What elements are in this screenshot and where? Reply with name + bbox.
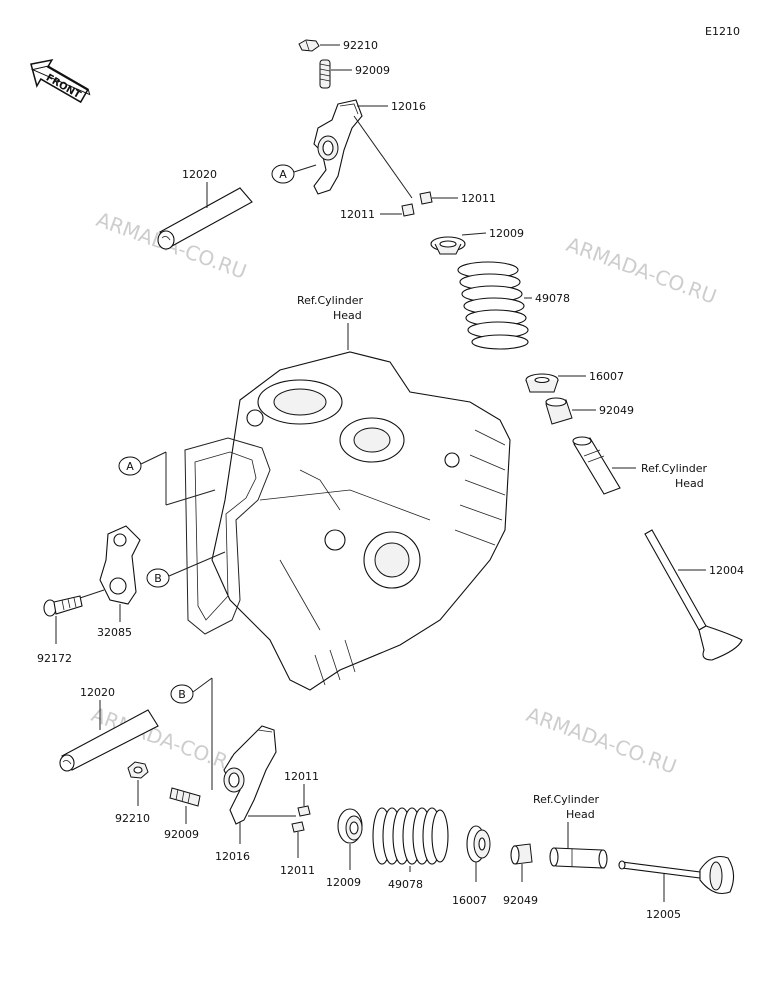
label-12011-bottom-lower: 12011 [280, 864, 315, 877]
label-12011-bottom-upper: 12011 [284, 770, 319, 783]
label-32085: 32085 [97, 626, 132, 639]
cotter-12011-top-left [380, 203, 415, 217]
label-ref-guide-2: Head [675, 477, 704, 490]
label-92049-bottom: 92049 [503, 894, 538, 907]
label-12009-bottom: 12009 [326, 876, 361, 889]
rocker-arm-12016-top [313, 99, 413, 199]
label-92009-top: 92009 [355, 64, 390, 77]
front-arrow-icon: FRONT [30, 58, 91, 104]
label-ref-head-top-2: Head [333, 309, 362, 322]
label-16007-top: 16007 [589, 370, 624, 383]
label-12016-bottom: 12016 [215, 850, 250, 863]
label-12009-top: 12009 [489, 227, 524, 240]
diagram-code: E1210 [705, 25, 740, 38]
rocker-shaft-12020-bottom [59, 700, 159, 772]
seat-16007-bottom [466, 825, 491, 882]
svg-text:A: A [279, 168, 287, 181]
cotter-12011-bottom-lower [291, 821, 305, 858]
spring-49078-bottom [372, 807, 449, 872]
seal-92049-bottom [510, 843, 533, 882]
label-16007-bottom: 16007 [452, 894, 487, 907]
valve-12005 [618, 855, 735, 902]
valve-12004 [644, 529, 743, 661]
label-ref-head-top-1: Ref.Cylinder [297, 294, 364, 307]
label-ref-bottom-1: Ref.Cylinder [533, 793, 600, 806]
spring-49078-top [457, 261, 532, 350]
label-ref-bottom-2: Head [566, 808, 595, 821]
retainer-12009-top [430, 232, 487, 255]
screw-92009-top [319, 59, 352, 89]
watermark-5: ARMADA-CO.RU [523, 702, 680, 779]
label-92210-bottom: 92210 [115, 812, 150, 825]
nut-92210-top [298, 39, 340, 52]
callout-b-mid: B [146, 551, 226, 588]
screw-92009-bottom [169, 787, 201, 824]
callout-b-bottom: B [170, 677, 213, 790]
cotter-12011-bottom-upper [297, 784, 311, 817]
label-12005: 12005 [646, 908, 681, 921]
cover-gasket [184, 437, 271, 635]
label-12016-top: 12016 [391, 100, 426, 113]
label-92049-top: 92049 [599, 404, 634, 417]
label-12011-top-left: 12011 [340, 208, 375, 221]
cotter-12011-top-right [419, 191, 458, 205]
valve-guide-top [572, 436, 636, 495]
rocker-shaft-12020-top [157, 182, 253, 250]
label-92210-top: 92210 [343, 39, 378, 52]
nut-92210-bottom [127, 761, 149, 806]
valve-guide-bottom [549, 822, 608, 869]
seal-92049-top [545, 397, 596, 425]
cylinder-head [211, 351, 511, 691]
label-12020-top: 12020 [182, 168, 217, 181]
label-12011-top-right: 12011 [461, 192, 496, 205]
rocker-arm-12016-bottom [223, 725, 296, 844]
svg-text:B: B [154, 572, 162, 585]
label-12020-bottom: 12020 [80, 686, 115, 699]
watermark-2: ARMADA-CO.RU [563, 232, 720, 309]
label-ref-guide-1: Ref.Cylinder [641, 462, 708, 475]
label-92172: 92172 [37, 652, 72, 665]
retainer-12009-bottom [337, 808, 363, 870]
bolt-92172 [43, 589, 105, 644]
svg-text:A: A [126, 460, 134, 473]
label-49078-bottom: 49078 [388, 878, 423, 891]
callout-a-top: A [271, 164, 317, 184]
label-49078-top: 49078 [535, 292, 570, 305]
label-92009-bottom: 92009 [164, 828, 199, 841]
label-12004: 12004 [709, 564, 744, 577]
svg-text:B: B [178, 688, 186, 701]
callout-a-mid: A [118, 451, 216, 506]
seat-16007-top [525, 373, 586, 393]
plate-32085 [99, 525, 141, 622]
